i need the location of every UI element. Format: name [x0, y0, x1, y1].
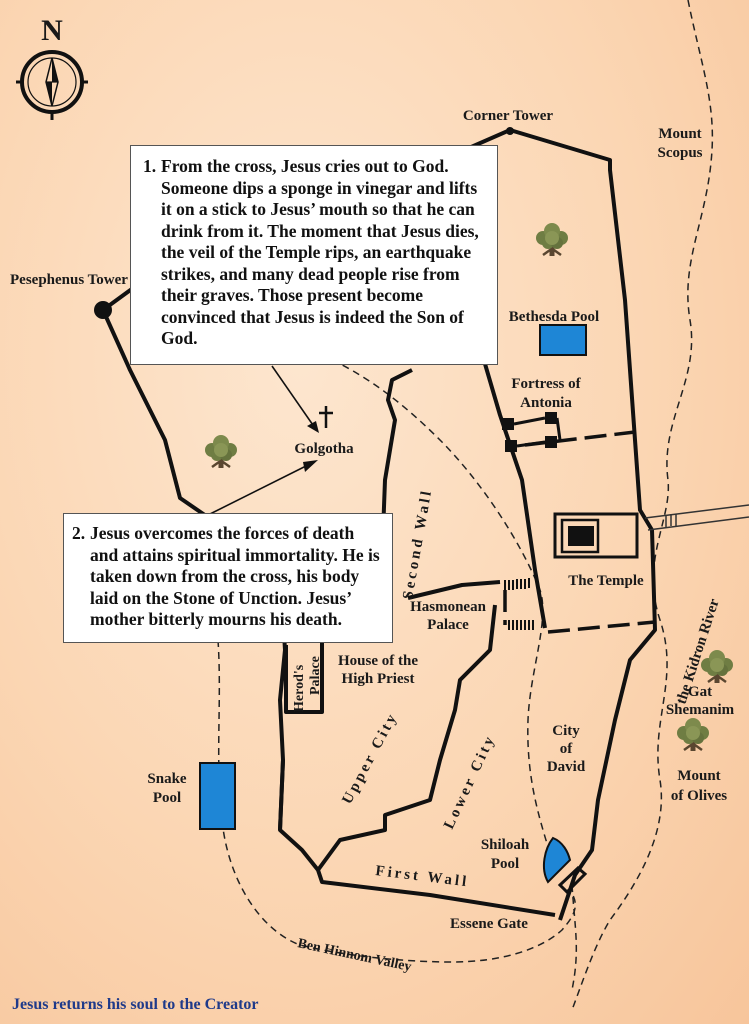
tree-icon [534, 221, 570, 258]
bethesda-pool-label: Bethesda Pool [509, 309, 599, 325]
antonia-wall [476, 339, 547, 629]
kidron-lower-line [571, 884, 578, 991]
snake-pool-label-2: Pool [153, 790, 181, 806]
gat-shemanim-label-1: Gat [688, 684, 712, 700]
ben-hinnom-valley-label: Ben Hinnom Valley [296, 936, 413, 975]
mount-scopus-label-1: Mount [658, 126, 701, 142]
golgotha-label: Golgotha [294, 441, 354, 457]
compass-north-label: N [41, 14, 63, 47]
event-arrows [209, 365, 316, 515]
upper-city-label: Upper City [339, 709, 401, 806]
bethesda-pool [539, 324, 587, 356]
compass-icon [16, 50, 88, 120]
lower-city-label: Lower City [441, 732, 499, 832]
event-number: 2. [72, 523, 86, 543]
pesephenus-tower-dot [94, 301, 112, 319]
hasmonean-palace-label-2: Palace [427, 617, 469, 633]
eastern-road [644, 504, 749, 531]
tree-icon [675, 716, 711, 753]
first-wall [278, 599, 556, 917]
map-caption: Jesus returns his soul to the Creator [12, 996, 259, 1013]
corner-tower-dot [506, 127, 514, 135]
fortress-antonia-label-2: Antonia [520, 395, 572, 411]
event-text: From the cross, Jesus cries out to God. … [161, 156, 479, 348]
snake-pool [199, 762, 236, 830]
gat-shemanim-label-2: Shemanim [666, 702, 735, 718]
herods-palace-label-2: Palace [308, 656, 323, 695]
herods-palace-walls [284, 620, 324, 714]
first-wall-label: First Wall [375, 863, 471, 890]
herods-palace-label-1: Herod's [292, 664, 307, 712]
pesephenus-tower-label: Pesephenus Tower [10, 272, 128, 288]
upper-lower-divide [316, 604, 497, 872]
kidron-valley-line [571, 0, 714, 1011]
the-temple-label: The Temple [568, 573, 644, 589]
arrow-head [303, 460, 318, 472]
event-number: 1. [143, 156, 157, 176]
hasmonean-palace-label-1: Hasmonean [410, 599, 487, 615]
city-of-david-label-3: David [547, 759, 586, 775]
hasmonean-link [407, 580, 501, 600]
shiloah-pool [542, 836, 572, 884]
ben-hinnom-valley-line [217, 639, 577, 963]
fortress-antonia-label-1: Fortress of [511, 376, 581, 392]
second-wall-label: Second Wall [400, 487, 435, 600]
city-of-david-label-2: of [560, 741, 574, 757]
event-box-2: 2. Jesus overcomes the forces of death a… [63, 513, 393, 643]
temple-dashed-wall [547, 620, 656, 634]
event-box-1: 1. From the cross, Jesus cries out to Go… [130, 145, 498, 365]
shiloah-pool-label-2: Pool [491, 856, 519, 872]
house-high-priest-label-1: House of the [338, 653, 418, 669]
arrow-head [307, 421, 319, 433]
cross-icon [319, 406, 333, 428]
corner-tower-label: Corner Tower [463, 108, 553, 124]
shiloah-gate [557, 865, 588, 895]
essene-gate-label: Essene Gate [450, 916, 528, 932]
mount-scopus-label-2: Scopus [657, 145, 702, 161]
upper-city-wall-left [278, 759, 285, 831]
city-of-david-label-1: City [552, 723, 580, 739]
stairs [504, 578, 534, 630]
fortress-antonia-towers [502, 412, 562, 452]
east-wall [558, 529, 657, 921]
event-text: Jesus overcomes the forces of death and … [90, 523, 380, 629]
snake-pool-label-1: Snake [147, 771, 187, 787]
temple-building [553, 512, 639, 559]
house-high-priest-label-2: High Priest [342, 671, 415, 687]
city-walls [101, 128, 657, 921]
tree-icon [699, 648, 735, 685]
mount-olives-label-2: of Olives [671, 788, 727, 804]
mount-olives-label-1: Mount [677, 768, 720, 784]
tree-icon [203, 433, 239, 470]
shiloah-pool-label-1: Shiloah [481, 837, 530, 853]
